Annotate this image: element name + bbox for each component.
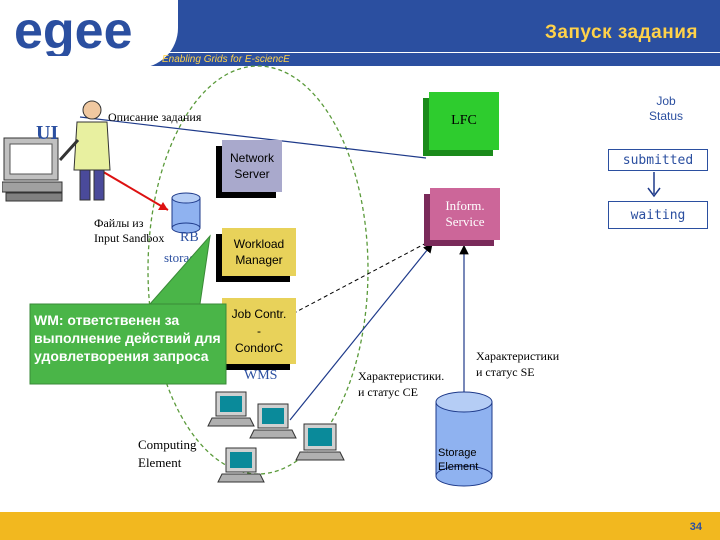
egee-logo: egee	[14, 4, 133, 56]
sandbox-transfer-arrow	[99, 169, 169, 211]
computer-icon	[295, 423, 345, 461]
status-waiting-label: waiting	[630, 207, 686, 223]
se-characteristics-label: Характеристики и статус SE	[476, 349, 560, 379]
footer-bar	[0, 512, 720, 540]
computer-icon	[217, 447, 265, 483]
storage-element-label: Storage Element	[438, 447, 479, 473]
ui-to-lfc-line	[79, 116, 427, 159]
ce-to-inform-line	[289, 243, 433, 421]
computer-icon	[249, 403, 297, 439]
slide-title: Запуск задания	[544, 22, 698, 43]
storage-cylinder-icon	[435, 391, 493, 487]
job-description-label: Описание задания	[108, 110, 202, 124]
inform-service-label: Inform. Service	[445, 198, 485, 229]
network-server-box: Network Server	[216, 140, 282, 198]
ui-label: UI	[36, 122, 59, 144]
down-arrow-icon	[647, 172, 661, 198]
rb-storage-cylinder-icon	[171, 192, 201, 234]
ce-characteristics-label: Характеристики. и статус CE	[358, 369, 445, 399]
inform-service-box: Inform. Service	[424, 188, 500, 246]
computing-element-computers	[207, 391, 345, 483]
status-submitted-label: submitted	[622, 152, 694, 168]
rb-label: RB	[180, 230, 199, 245]
logo-background	[0, 0, 178, 68]
status-waiting-box: waiting	[608, 201, 708, 229]
sandbox-transfer-arrowhead	[158, 202, 168, 210]
computing-element-label: Computing Element	[138, 437, 197, 470]
logo-text: egee	[14, 4, 133, 56]
network-server-label: Network Server	[229, 151, 274, 181]
input-sandbox-label: Файлы из Input Sandbox	[94, 216, 165, 245]
status-submitted-box: submitted	[608, 149, 708, 171]
job-controller-label: Job Contr. - CondorC	[231, 306, 287, 355]
workload-manager-box: Workload Manager	[216, 228, 296, 282]
workload-manager-label: Workload Manager	[233, 237, 285, 267]
computer-icon	[207, 391, 255, 427]
wm-callout-text: WM: ответственен за выполнение действий …	[34, 312, 221, 364]
job-status-title: Job Status	[648, 94, 684, 123]
page-number: 34	[689, 521, 702, 533]
wms-label: WMS	[244, 368, 278, 383]
subtitle-bar	[150, 53, 720, 66]
slide-subtitle: Enabling Grids for E-sciencE	[162, 54, 290, 65]
lfc-box: LFC	[423, 92, 499, 156]
user-at-computer-icon	[2, 100, 111, 202]
lfc-label: LFC	[451, 113, 477, 128]
